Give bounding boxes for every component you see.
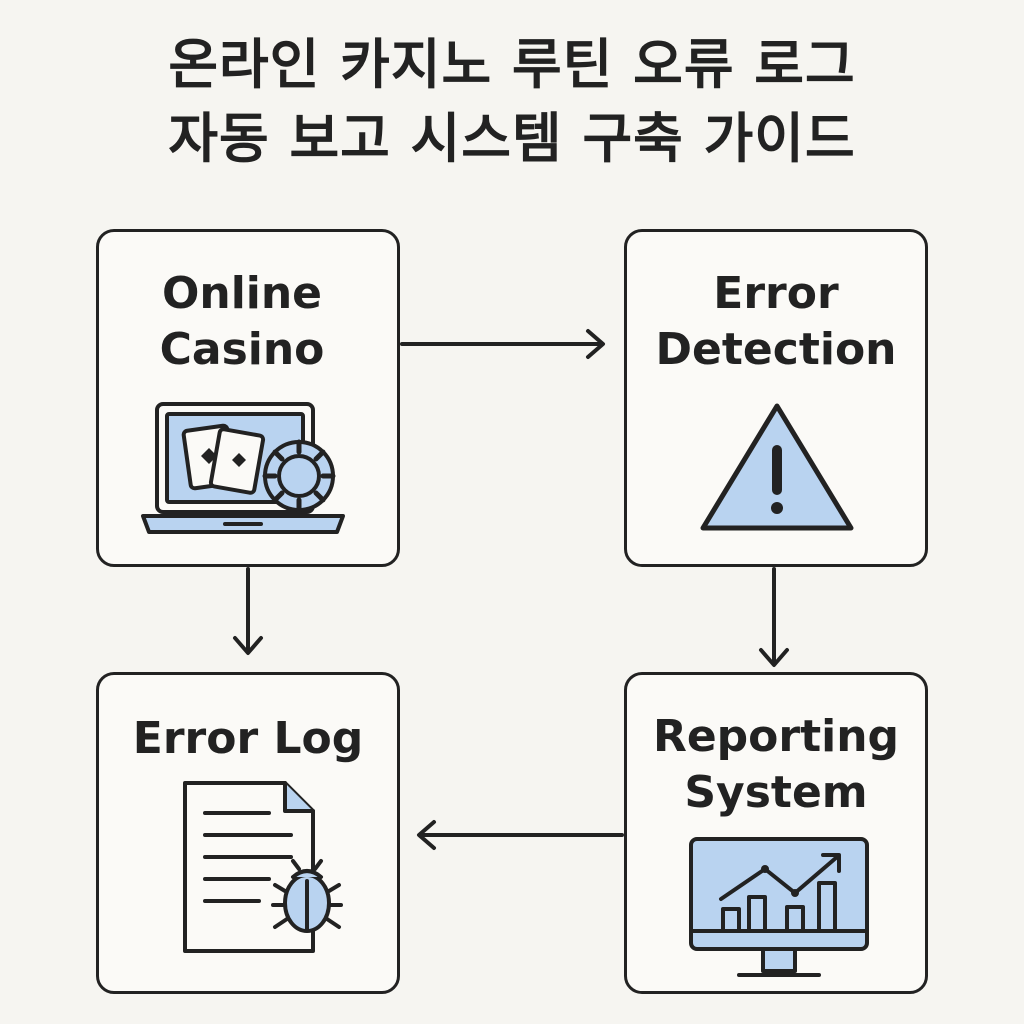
title-line-1: 온라인 카지노 루틴 오류 로그 <box>168 33 856 96</box>
node-error-log-label: Error Log <box>132 713 364 764</box>
node-reporting-system-label: Reporting System <box>652 711 900 818</box>
edge-reporting-to-log-arrowhead <box>417 820 436 850</box>
edge-casino-to-log-arrowhead <box>233 636 263 655</box>
node-error-detection: Error Detection <box>624 229 928 567</box>
laptop-cards-chip-icon <box>141 402 345 534</box>
title-line-2: 자동 보고 시스템 구축 가이드 <box>168 107 856 170</box>
node-online-casino: Online Casino <box>96 229 400 567</box>
edge-casino-to-detection-arrowhead <box>586 329 605 359</box>
edge-detection-to-reporting-arrowhead <box>759 648 789 667</box>
node-online-casino-label: Online Casino <box>159 268 325 375</box>
node-error-log: Error Log <box>96 672 400 994</box>
warning-triangle-icon <box>700 403 854 531</box>
document-bug-icon <box>183 781 343 953</box>
monitor-chart-icon <box>689 837 869 977</box>
node-reporting-system: Reporting System <box>624 672 928 994</box>
node-error-detection-label: Error Detection <box>655 268 897 375</box>
